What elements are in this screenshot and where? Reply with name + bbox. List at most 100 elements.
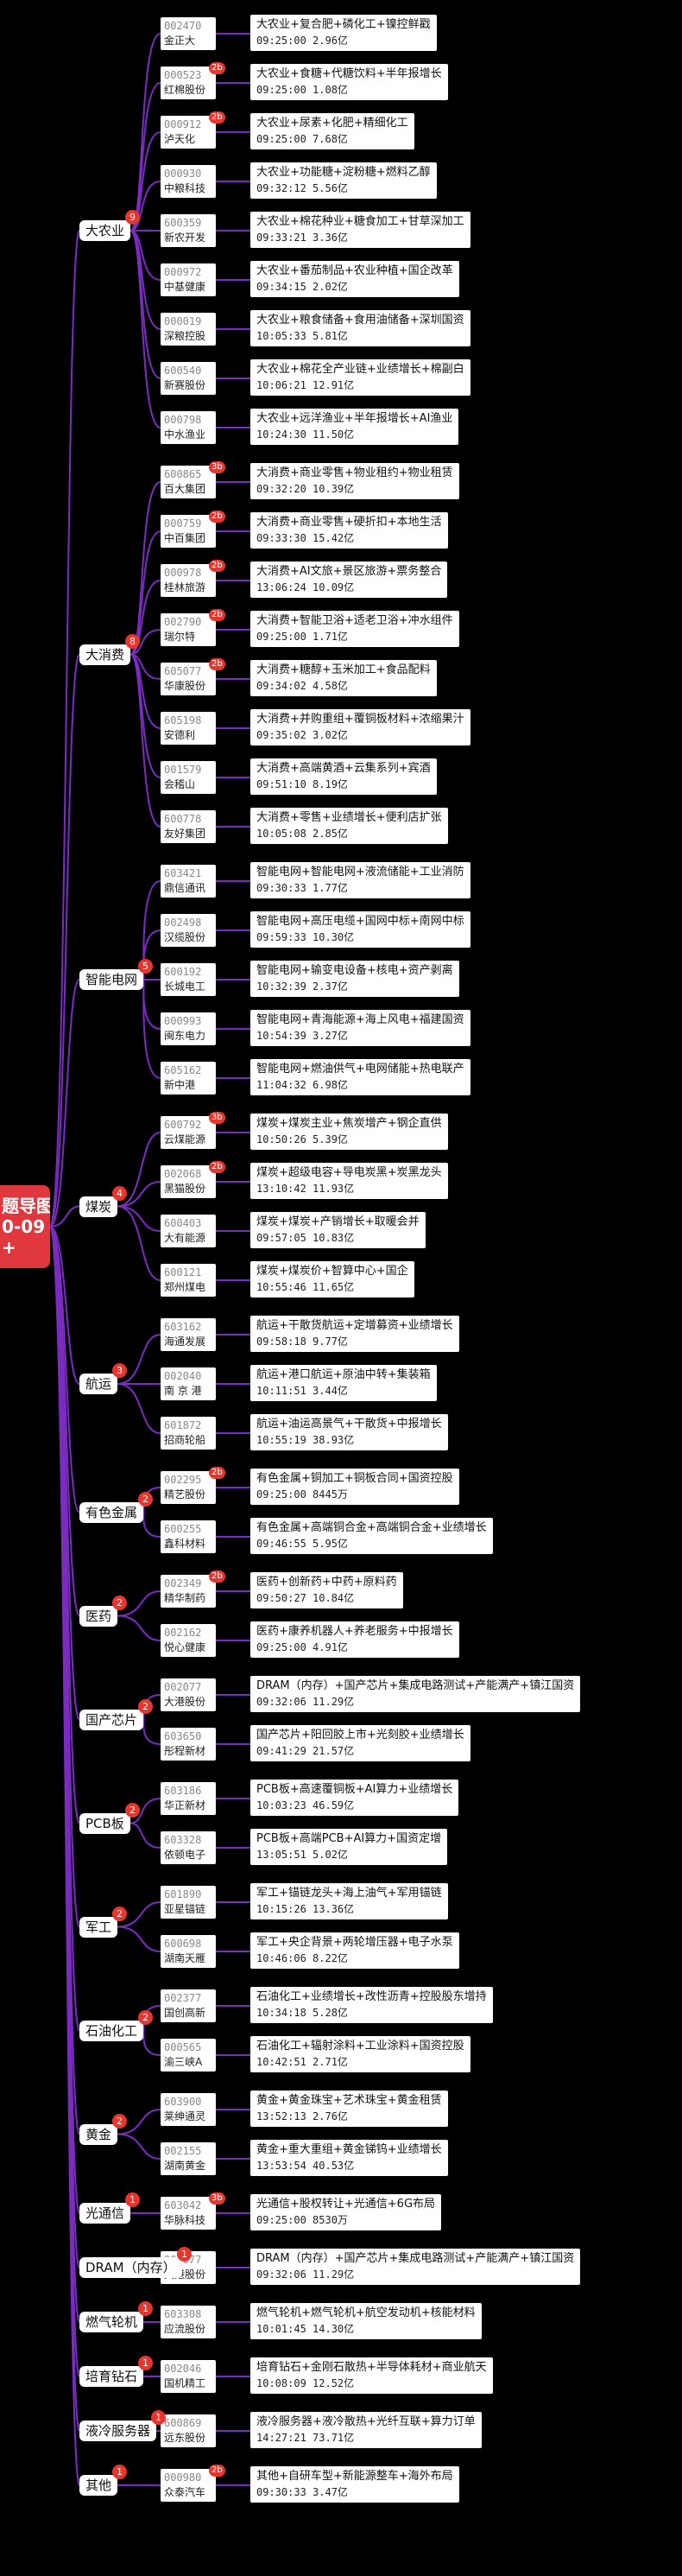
category-node[interactable]: DRAM（内存） bbox=[79, 2257, 182, 2278]
category-node[interactable]: 军工 bbox=[79, 1916, 118, 1938]
category-node[interactable]: 有色金属 bbox=[79, 1501, 144, 1523]
category-node[interactable]: 大农业 bbox=[79, 220, 131, 241]
category-node[interactable]: 航运 bbox=[79, 1374, 118, 1394]
mindmap-root[interactable]: 题导图 0-09 + bbox=[0, 1185, 50, 1268]
category-node[interactable]: 液冷服务器 bbox=[79, 2421, 157, 2441]
category-node[interactable]: 煤炭 bbox=[79, 1196, 118, 1217]
category-node[interactable]: 光通信 bbox=[79, 2203, 131, 2224]
category-node[interactable]: 燃气轮机 bbox=[79, 2312, 144, 2332]
category-node[interactable]: 石油化工 bbox=[79, 2020, 144, 2041]
category-node[interactable]: 其他 bbox=[79, 2475, 118, 2496]
category-node[interactable]: 智能电网 bbox=[79, 969, 144, 990]
category-node[interactable]: 黄金 bbox=[79, 2123, 118, 2145]
category-node[interactable]: 医药 bbox=[79, 1605, 118, 1627]
category-node[interactable]: 国产芯片 bbox=[79, 1709, 144, 1730]
category-node[interactable]: 培育钻石 bbox=[79, 2366, 144, 2387]
category-node[interactable]: PCB板 bbox=[79, 1812, 130, 1834]
category-node[interactable]: 大消费 bbox=[79, 644, 131, 665]
